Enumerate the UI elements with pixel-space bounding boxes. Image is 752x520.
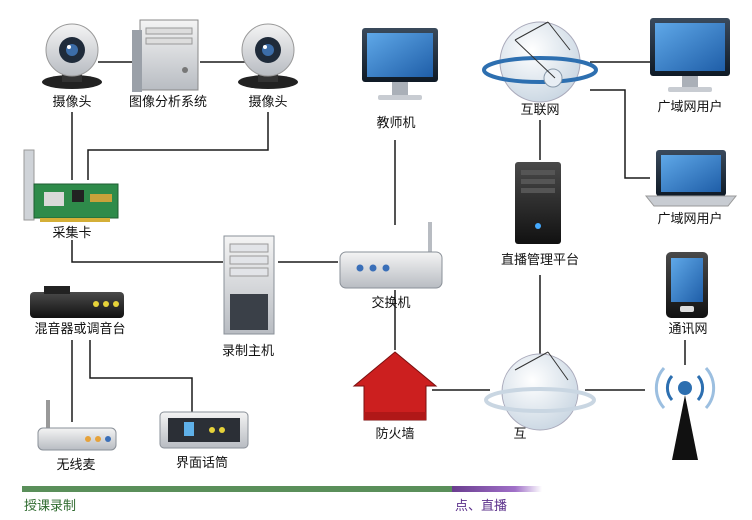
recording-host-icon <box>223 235 275 335</box>
internet-globe-top-icon <box>482 21 598 103</box>
label-camera-left: 摄像头 <box>52 95 92 110</box>
label-switch: 交换机 <box>371 296 411 311</box>
capture-card-icon <box>23 149 119 222</box>
label-capture-card: 采集卡 <box>52 226 92 241</box>
connection-lines <box>71 61 686 422</box>
footer-purple-bar <box>452 486 542 492</box>
image-analysis-system-icon <box>132 19 199 92</box>
camera-right-icon <box>238 23 298 89</box>
interface-mic-icon <box>159 411 249 449</box>
label-wan-user-2: 广域网用户 <box>657 212 723 227</box>
label-camera-right: 摄像头 <box>248 95 288 110</box>
label-teacher-pc: 教师机 <box>376 116 416 131</box>
mixer-icon <box>30 286 124 318</box>
label-live-platform: 直播管理平台 <box>500 253 580 268</box>
live-platform-server-icon <box>515 162 561 244</box>
footer-left-label: 授课录制 <box>24 499 77 514</box>
label-internet-bottom: 互 <box>513 427 527 442</box>
footer-bar: 授课录制 点、直播 <box>0 486 752 520</box>
camera-left-icon <box>42 23 102 89</box>
wireless-mic-icon <box>37 400 117 451</box>
label-internet-top: 互联网 <box>520 103 560 118</box>
label-mixer: 混音器或调音台 <box>34 322 126 337</box>
firewall-icon <box>352 351 438 421</box>
label-recording-host: 录制主机 <box>221 344 275 359</box>
label-wireless-mic: 无线麦 <box>56 458 96 473</box>
footer-right-label: 点、直播 <box>455 499 508 514</box>
switch-icon <box>339 222 443 289</box>
label-interface-mic: 界面话筒 <box>175 456 229 471</box>
internet-globe-bottom-icon <box>484 351 596 431</box>
diagram-canvas <box>23 18 738 460</box>
teacher-pc-icon <box>362 28 438 100</box>
phone-icon <box>666 252 708 318</box>
wan-user-laptop-icon <box>644 150 738 207</box>
label-firewall: 防火墙 <box>375 427 415 442</box>
label-wan-user-1: 广域网用户 <box>657 100 723 115</box>
footer-green-bar <box>22 486 452 492</box>
antenna-signal-icon <box>654 367 716 460</box>
wan-user-monitor-icon <box>650 18 730 92</box>
label-comm-network: 通讯网 <box>668 322 708 337</box>
label-image-analysis: 图像分析系统 <box>128 95 208 110</box>
